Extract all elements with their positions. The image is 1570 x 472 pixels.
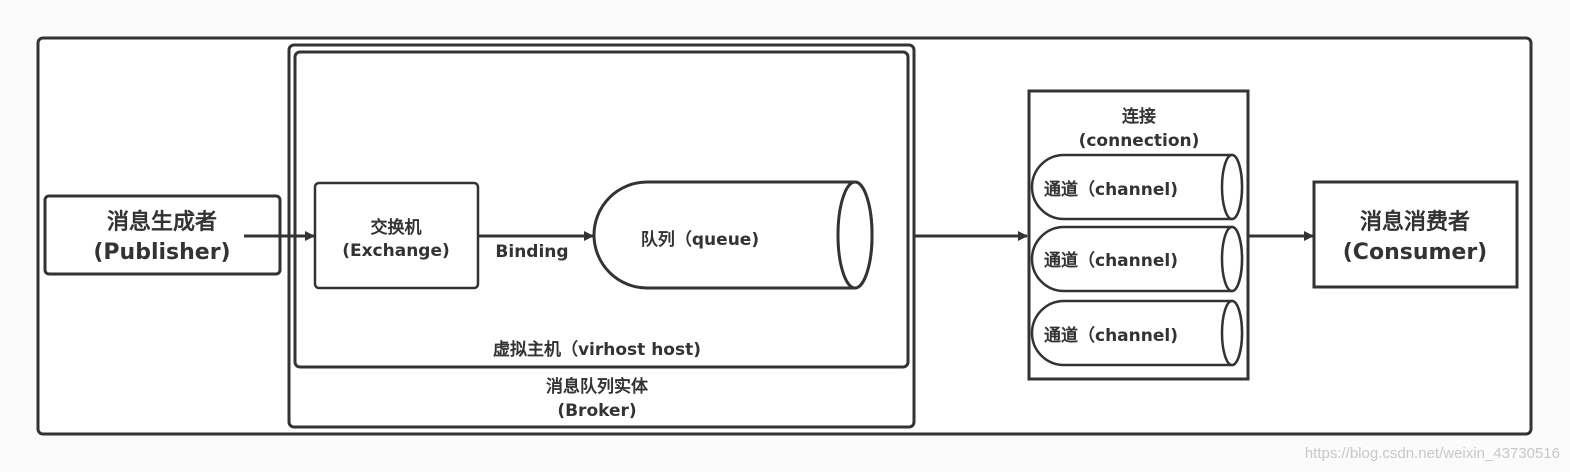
- channel-pipe-cap: [1220, 299, 1244, 367]
- queue-node: 队列（queue): [592, 180, 874, 290]
- channel-label: 通道（channel): [1044, 179, 1178, 200]
- binding-label: Binding: [495, 242, 568, 262]
- exchange-label-line2: (Exchange): [342, 241, 450, 261]
- queue-label: 队列（queue): [641, 229, 759, 250]
- publisher-label-line2: (Publisher): [93, 240, 230, 265]
- channel-node: 通道（channel): [1030, 299, 1244, 367]
- exchange-box: [313, 181, 480, 290]
- exchange-label-line1: 交换机: [371, 217, 422, 238]
- broker-label-line2: (Broker): [557, 401, 636, 421]
- consumer-node: 消息消费者 (Consumer): [1312, 180, 1519, 289]
- channel-label: 通道（channel): [1044, 325, 1178, 346]
- channel-node: 通道（channel): [1030, 153, 1244, 221]
- watermark-url: https://blog.csdn.net/weixin_43730516: [1304, 445, 1560, 462]
- consumer-label-line1: 消息消费者: [1360, 209, 1470, 235]
- connection-label-line2: (connection): [1079, 131, 1200, 151]
- queue-cylinder-cap: [836, 180, 874, 290]
- channel-node: 通道（channel): [1030, 225, 1244, 293]
- vhost-label: 虚拟主机（virhost host): [493, 339, 701, 360]
- connection-label-line1: 连接: [1122, 106, 1156, 127]
- exchange-node: 交换机 (Exchange): [313, 181, 480, 290]
- channel-pipe-cap: [1220, 225, 1244, 293]
- consumer-label-line2: (Consumer): [1343, 240, 1487, 265]
- publisher-label-line1: 消息生成者: [107, 209, 217, 235]
- channel-pipe-cap: [1220, 153, 1244, 221]
- channel-label: 通道（channel): [1044, 250, 1178, 271]
- consumer-box: [1312, 180, 1519, 289]
- broker-label-line1: 消息队列实体: [546, 376, 649, 397]
